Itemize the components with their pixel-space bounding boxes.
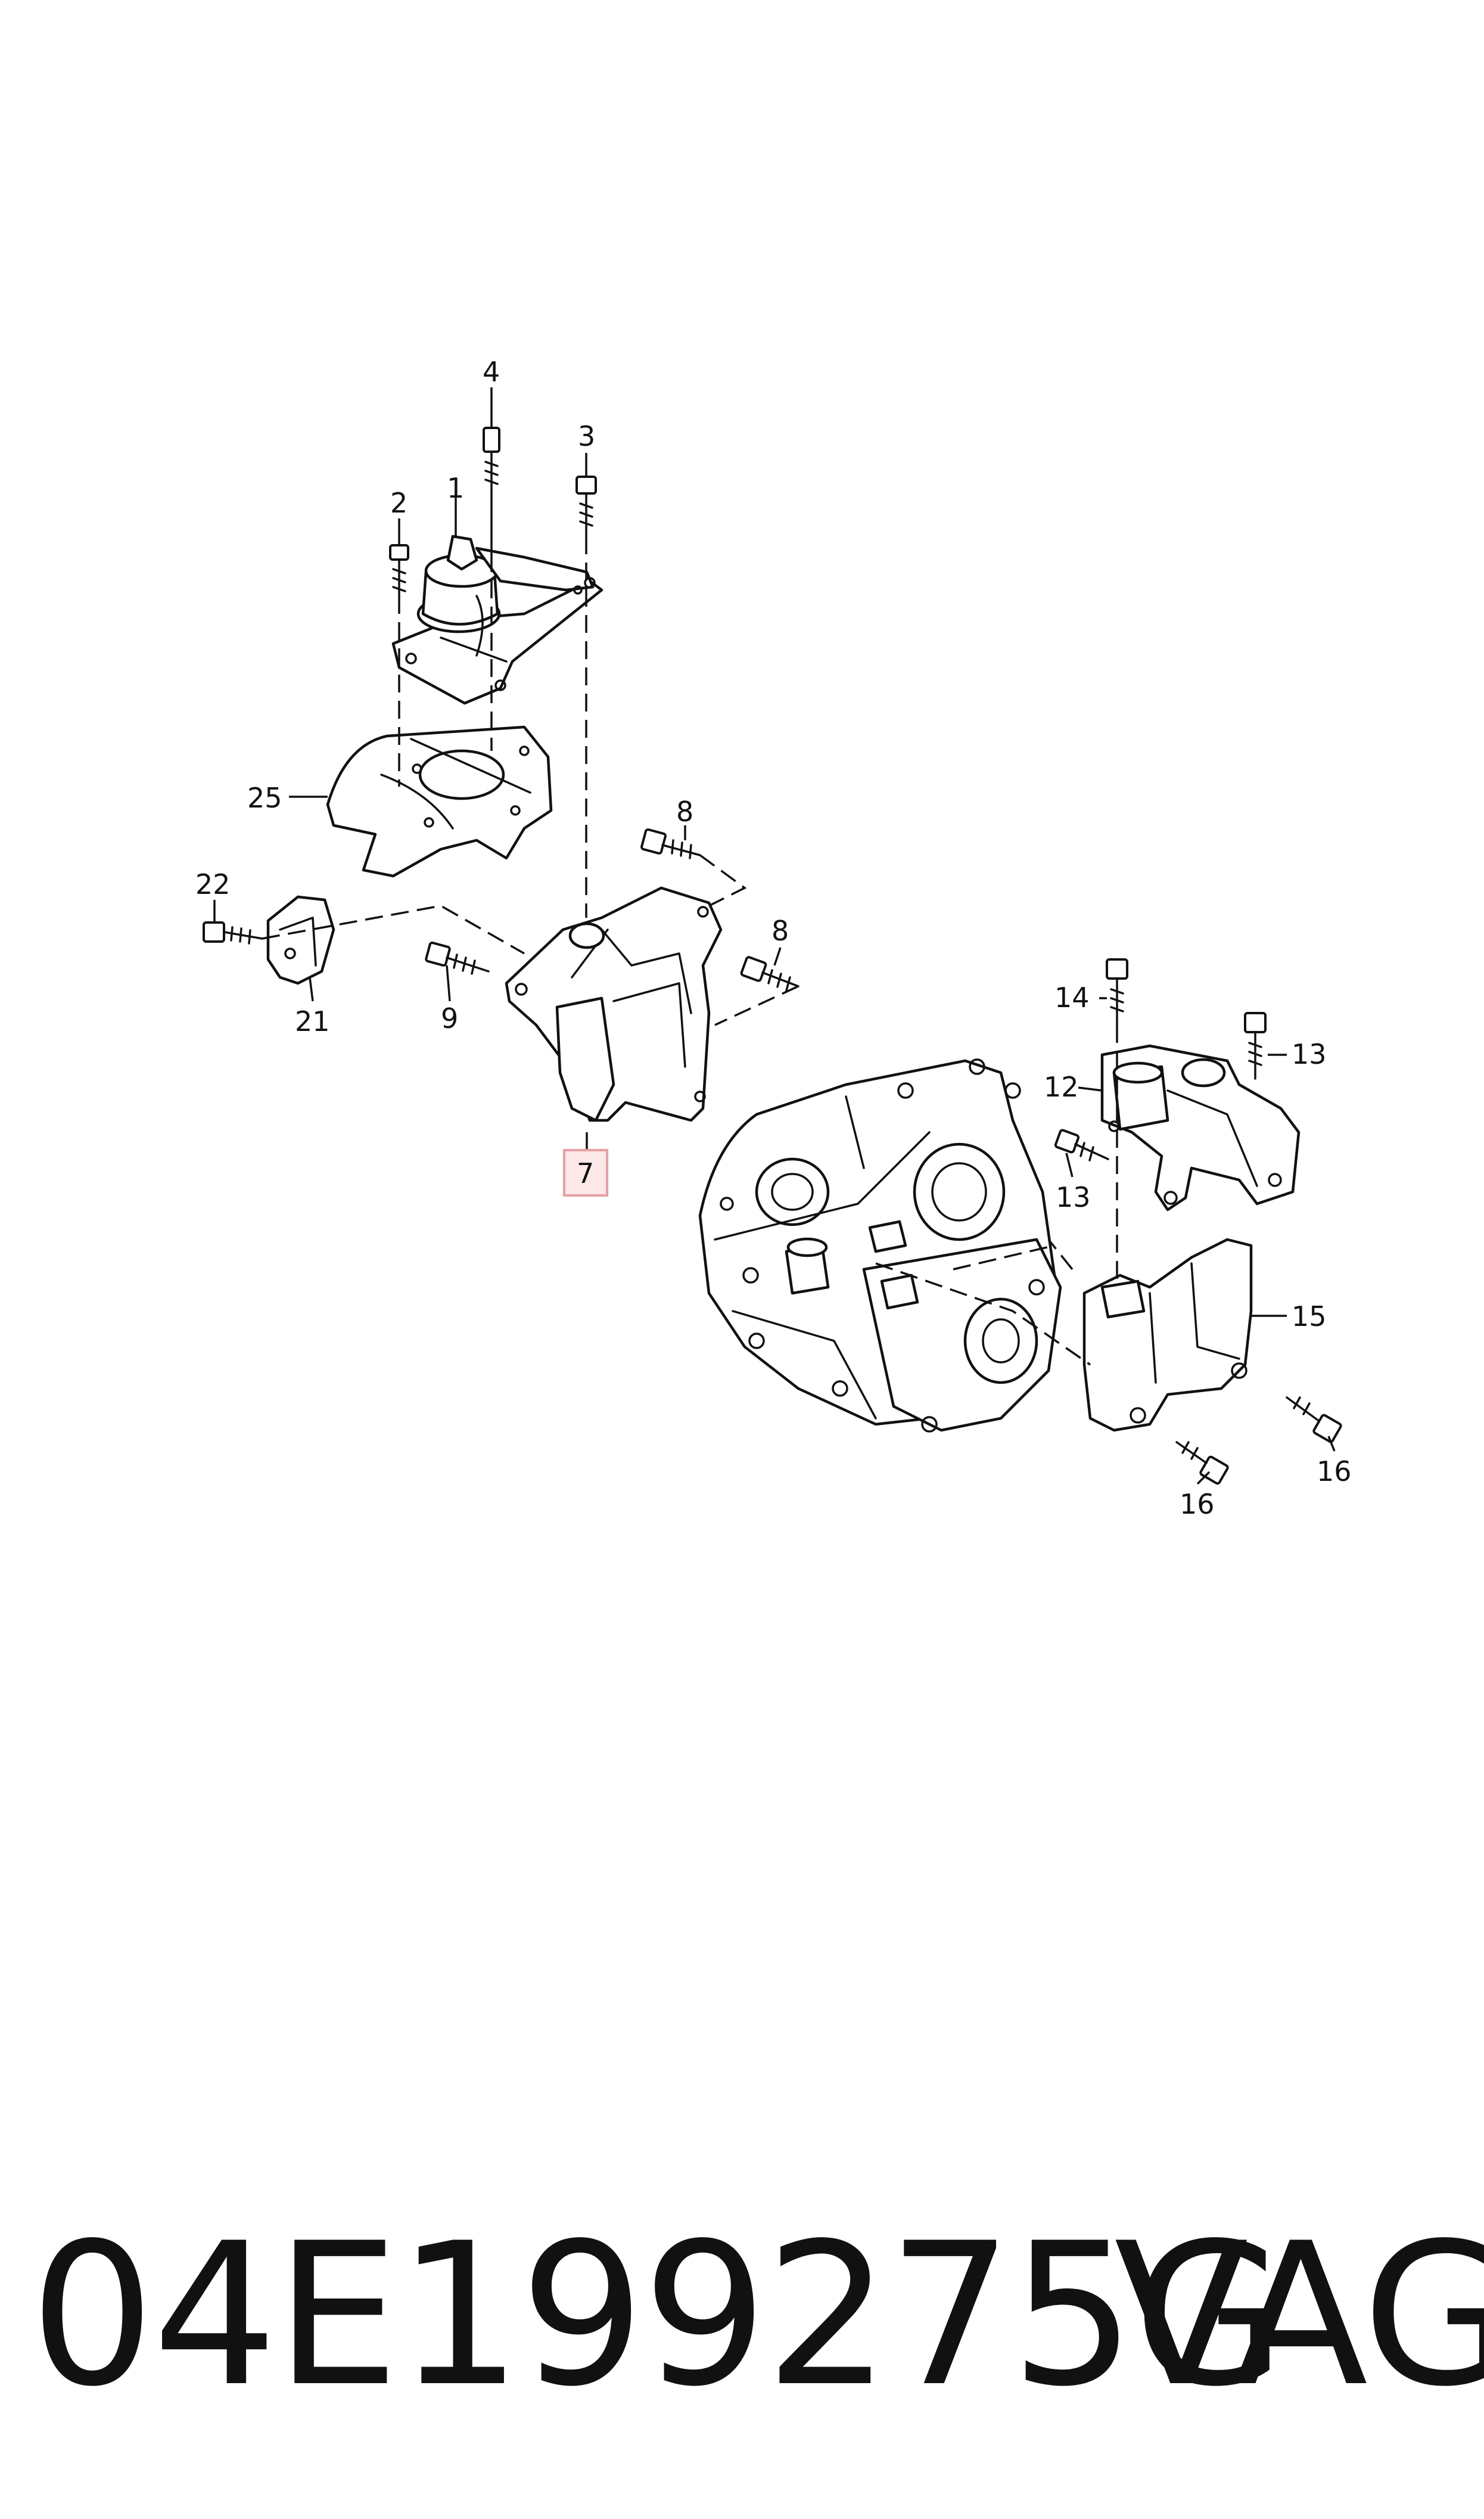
callout-21: 21	[295, 1005, 330, 1038]
callout-1: 1	[447, 472, 464, 504]
callout-15: 15	[1292, 1300, 1327, 1333]
lower-bracket-part-15	[1082, 1238, 1253, 1432]
heat-shield-part-25	[326, 725, 553, 878]
bolt-part-8-lower	[740, 956, 799, 992]
bolt-part-16-left	[1175, 1441, 1229, 1485]
callout-2: 2	[390, 487, 407, 519]
bolt-part-14	[1106, 958, 1128, 1026]
callout-16-right: 16	[1317, 1455, 1352, 1487]
bolt-part-13-left	[1054, 1129, 1109, 1161]
part-number-label: 04E199275G	[30, 2201, 1286, 2430]
callout-7: 7	[577, 1157, 594, 1189]
assembly-lines	[262, 536, 1118, 1366]
bolt-part-3	[575, 476, 597, 538]
highlight-box-part-7	[563, 1149, 608, 1197]
callout-8-lower: 8	[771, 915, 789, 947]
callout-25: 25	[247, 782, 282, 814]
callout-9: 9	[441, 1002, 458, 1035]
bolt-part-16-right	[1286, 1396, 1342, 1443]
callout-4: 4	[483, 356, 500, 388]
bolt-part-13-right	[1244, 1012, 1267, 1080]
bolt-part-2	[389, 544, 409, 597]
callout-3: 3	[578, 420, 595, 452]
callout-8-upper: 8	[676, 796, 693, 828]
bolt-part-8-upper	[640, 828, 701, 859]
callout-14: 14	[1054, 981, 1090, 1014]
bolt-part-22	[203, 921, 263, 945]
callout-12: 12	[1044, 1071, 1079, 1103]
brand-label: VAG	[1114, 2201, 1484, 2430]
support-bracket-part-7	[505, 886, 723, 1122]
gearbox-mount-part-12	[1100, 1044, 1301, 1212]
stud-part-4	[483, 410, 500, 555]
transmission-housing	[698, 1058, 1062, 1433]
callout-16-left: 16	[1180, 1488, 1215, 1520]
engine-mount-part-1	[391, 535, 603, 705]
callout-22: 22	[195, 868, 231, 900]
small-bracket-part-21	[266, 895, 335, 985]
callout-leaders	[213, 387, 1336, 1485]
callout-13-left: 13	[1056, 1181, 1091, 1213]
callout-13-right: 13	[1292, 1038, 1327, 1070]
bolt-part-9	[425, 942, 490, 975]
